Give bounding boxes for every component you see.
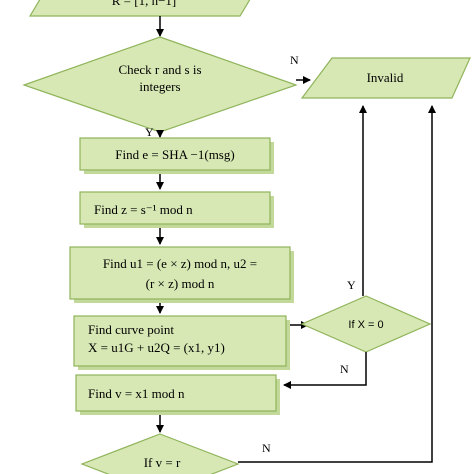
if-x-zero-text: If X = 0 — [348, 319, 383, 331]
input-range-text: R = [1, n−1] — [112, 0, 177, 8]
check-integers-line1: Check r and s is — [118, 62, 201, 77]
find-z-box: Find z = s⁻¹ mod n — [79, 191, 274, 228]
find-u-line2: (r × z) mod n — [146, 276, 215, 291]
find-curve-point-line1: Find curve point — [88, 322, 174, 337]
if-x-zero-diamond: If X = 0 — [300, 295, 432, 353]
find-z-text: Find z = s⁻¹ mod n — [94, 202, 193, 217]
find-v-box: Find v = x1 mod n — [75, 374, 280, 415]
connector-if-x-to-find-v — [283, 352, 367, 389]
check-integers-line2: integers — [139, 79, 180, 94]
find-curve-point-line2: X = u1G + u2Q = (x1, y1) — [88, 340, 225, 355]
invalid-node: Invalid — [300, 57, 471, 99]
if-v-equals-r-diamond: If v = r — [80, 433, 240, 474]
input-range-node: R = [1, n−1] — [28, 0, 251, 17]
find-curve-point-box: Find curve point X = u1G + u2Q = (x1, y1… — [73, 315, 290, 370]
find-e-text: Find e = SHA −1(msg) — [115, 147, 234, 162]
connector-if-v-to-invalid — [238, 105, 436, 463]
find-u-box: Find u1 = (e × z) mod n, u2 = (r × z) mo… — [69, 246, 294, 303]
if-x-yes-label: Y — [347, 278, 356, 292]
find-u-line1: Find u1 = (e × z) mod n, u2 = — [103, 256, 257, 271]
find-v-text: Find v = x1 mod n — [88, 386, 185, 401]
if-x-no-label: N — [340, 362, 349, 376]
check-integers-diamond: Check r and s is integers — [22, 36, 298, 133]
check-yes-label: Y — [145, 125, 154, 139]
invalid-text: Invalid — [367, 70, 404, 85]
find-e-box: Find e = SHA −1(msg) — [79, 137, 274, 174]
check-no-label: N — [290, 53, 299, 67]
if-v-no-label: N — [262, 441, 271, 455]
if-v-equals-r-text: If v = r — [144, 455, 181, 470]
